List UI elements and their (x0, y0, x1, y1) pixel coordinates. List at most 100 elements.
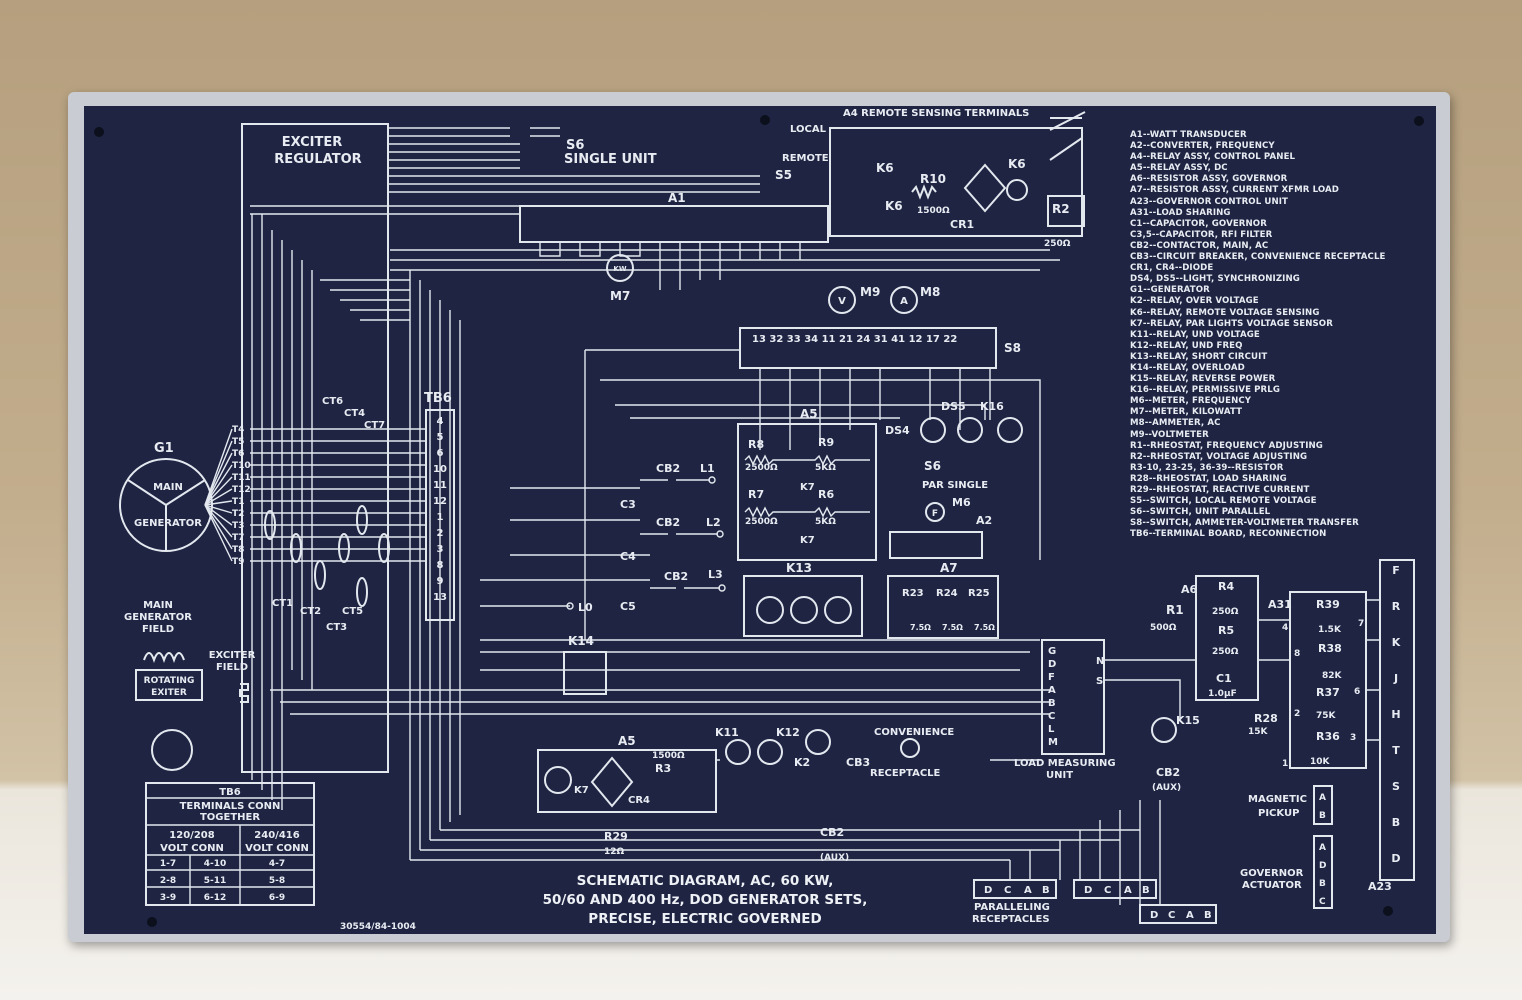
k11-label: K11 (715, 726, 739, 739)
generator-terminal: T4 (232, 425, 244, 435)
m7-symbol: KW (613, 265, 626, 273)
tb6-col1-b: VOLT CONN (160, 843, 224, 854)
main-label: MAIN (153, 482, 183, 493)
fan-wire (204, 476, 233, 506)
generator-terminal: T8 (232, 545, 244, 555)
m7-meter-icon (606, 254, 634, 282)
mgf-label-1: MAIN (143, 600, 173, 611)
tb6-col2-a: 240/416 (254, 830, 299, 841)
legend-item: TB6--TERMINAL BOARD, RECONNECTION (1130, 529, 1327, 540)
tb6-terminal: 3 (437, 544, 444, 555)
legend-item: CR1, CR4--DIODE (1130, 263, 1214, 274)
exciter-field-coil (239, 683, 249, 703)
k7-coil-icon (544, 766, 572, 794)
r3-label: R3 (655, 762, 671, 775)
generator-terminal: T1 (232, 497, 244, 507)
generator-terminal: T12 (232, 485, 251, 495)
r8-value: 2500Ω (745, 463, 778, 473)
legend-item: A6--RESISTOR ASSY, GOVERNOR (1130, 174, 1288, 185)
legend-item: M9--VOLTMETER (1130, 429, 1209, 440)
legend-item: K11--RELAY, UND VOLTAGE (1130, 329, 1260, 340)
ga-c: C (1319, 897, 1326, 907)
title-line-2: 50/60 AND 400 Hz, DOD GENERATOR SETS, (542, 892, 868, 908)
s8-label: S8 (1004, 341, 1021, 355)
k6b-label: K6 (885, 199, 903, 213)
tb6-terminal: 4 (437, 416, 444, 427)
legend-item: K12--RELAY, UND FREQ (1130, 340, 1243, 351)
tb6-terminal: 13 (433, 592, 447, 603)
legend-item: R2--RHEOSTAT, VOLTAGE ADJUSTING (1130, 451, 1308, 462)
r5-label: R5 (1218, 624, 1234, 637)
fan-wire (204, 440, 233, 506)
tb6-col2-b: VOLT CONN (245, 843, 309, 854)
tb6-terminal: 12 (433, 496, 447, 507)
frequency-meter-icon (925, 502, 945, 522)
legend-item: CB2--CONTACTOR, MAIN, AC (1130, 240, 1269, 251)
a31-pin: 7 (1358, 619, 1364, 629)
r28-value: 15K (1248, 727, 1269, 737)
exciter-label: EXCITER (282, 135, 343, 150)
lmu-terminal: M (1048, 737, 1058, 748)
lmu-terminal: D (1048, 659, 1056, 670)
r4-value: 250Ω (1212, 607, 1239, 617)
k6c-label: K6 (1008, 157, 1026, 171)
tb6-table-cell: 3-9 (160, 893, 176, 903)
remote-label: REMOTE (782, 153, 829, 164)
legend-item: A5--RELAY ASSY, DC (1130, 163, 1228, 174)
k13-coil-icon (756, 596, 784, 624)
ds4-label: DS4 (885, 424, 910, 437)
fan-wire (204, 428, 233, 506)
paralleling-receptacle-1 (973, 879, 1057, 899)
pr1-a: A (1024, 885, 1032, 896)
receptacle-icon (900, 738, 920, 758)
s6-label: S6 (924, 459, 941, 473)
r9-value: 5KΩ (815, 463, 836, 473)
a23-terminal: F (1392, 564, 1400, 577)
k7c-label: K7 (574, 785, 589, 796)
pr3-b: B (1204, 910, 1212, 921)
legend-item: R28--RHEOSTAT, LOAD SHARING (1130, 473, 1287, 484)
a31-pin: 4 (1282, 623, 1288, 633)
a2-label: A2 (976, 514, 992, 527)
cr4-bridge (590, 756, 634, 808)
r3-value: 1500Ω (652, 751, 685, 761)
fan-wire (204, 504, 233, 514)
tb6-terminal: 5 (437, 432, 444, 443)
par-single-label: PAR SINGLE (922, 480, 988, 491)
lmu-terminal: B (1048, 698, 1056, 709)
ct3-label: CT3 (326, 622, 347, 633)
a23-terminal: J (1393, 672, 1398, 685)
screw-icon (94, 127, 104, 137)
r10-value: 1500Ω (917, 206, 950, 216)
k6-coil-icon (1006, 179, 1028, 201)
fan-wire (204, 504, 233, 526)
voltmeter-icon (828, 286, 856, 314)
tb6-table-cell: 5-11 (204, 876, 227, 886)
ct-coils (264, 505, 390, 607)
pr3-c: C (1168, 910, 1175, 921)
cr4-label: CR4 (628, 795, 650, 806)
legend-item: A4--RELAY ASSY, CONTROL PANEL (1130, 152, 1296, 163)
k2-coil-icon (805, 729, 831, 755)
tb6-table-cell: 5-8 (269, 876, 285, 886)
legend-item: M6--METER, FREQUENCY (1130, 396, 1252, 407)
r25-value: 7.5Ω (974, 623, 995, 632)
legend-item: K14--RELAY, OVERLOAD (1130, 362, 1245, 373)
a23-terminal: T (1392, 744, 1400, 757)
legend-item: CB3--CIRCUIT BREAKER, CONVENIENCE RECEPT… (1130, 252, 1386, 263)
tb6-label: TB6 (424, 391, 452, 406)
legend-item: K13--RELAY, SHORT CIRCUIT (1130, 351, 1268, 362)
r29-label: R29 (604, 830, 628, 843)
pr2-a: A (1124, 885, 1132, 896)
ds5-lamp-icon (957, 417, 983, 443)
r23-value: 7.5Ω (910, 623, 931, 632)
tb6-terminal: 6 (437, 448, 444, 459)
legend-item: A2--CONVERTER, FREQUENCY (1130, 141, 1275, 152)
generator-terminal: T10 (232, 461, 251, 471)
c3-label: C3 (620, 498, 636, 511)
r1-value: 500Ω (1150, 623, 1177, 633)
k15-label: K15 (1176, 714, 1200, 727)
paralleling-label: PARALLELING (974, 902, 1050, 913)
ct1-label: CT1 (272, 598, 293, 609)
